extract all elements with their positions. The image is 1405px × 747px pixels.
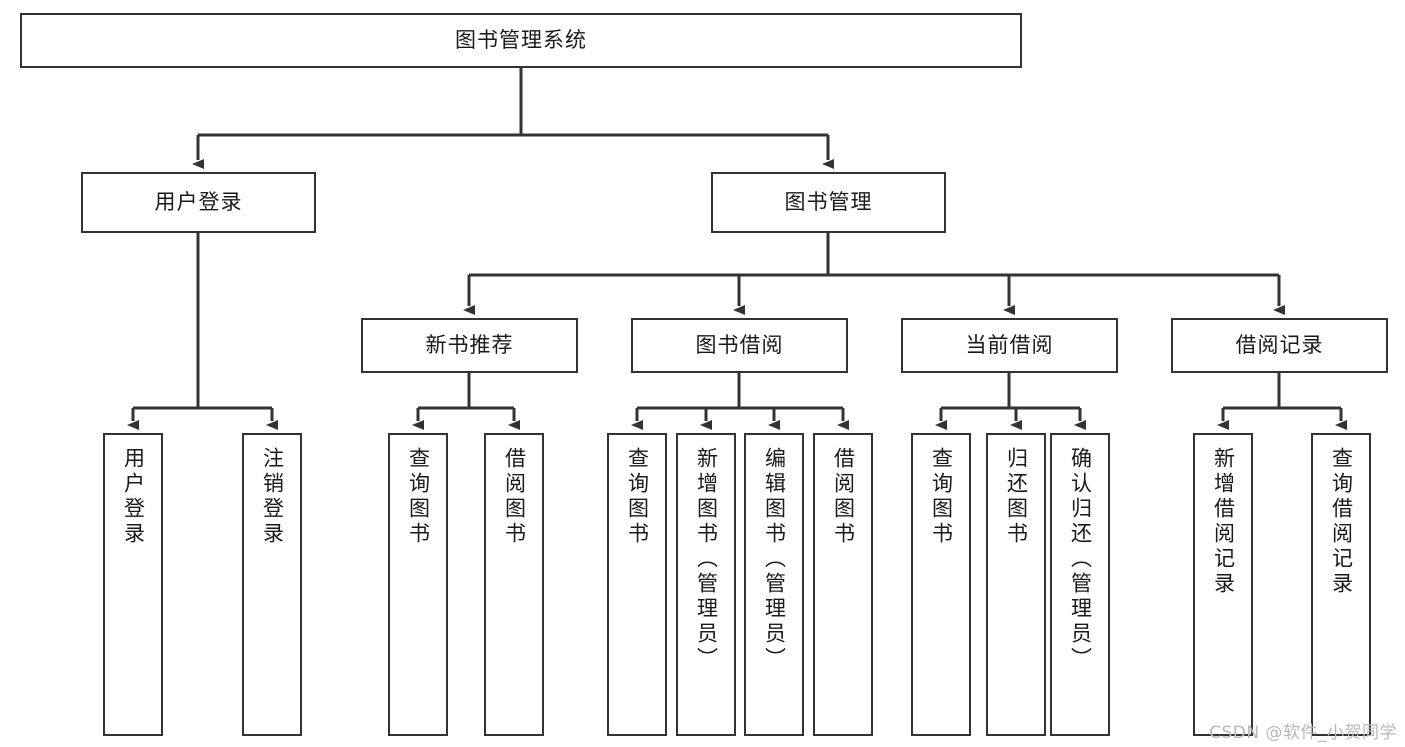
node-root-system[interactable]: 图书管理系统 — [20, 13, 1022, 68]
node-leaf-add-record[interactable]: 新增借阅记录 — [1193, 433, 1253, 736]
node-new-book-recommend[interactable]: 新书推荐 — [361, 318, 578, 373]
node-leaf-confirm-return-label: 确认归还（管理员） — [1068, 447, 1093, 672]
node-leaf-query-book-1-label: 查询图书 — [406, 447, 431, 547]
node-leaf-return-book-label: 归还图书 — [1004, 447, 1029, 547]
watermark-text: CSDN @软件_小贺同学 — [1209, 723, 1397, 743]
node-leaf-query-book-3-label: 查询图书 — [929, 447, 954, 547]
node-book-manage-label: 图书管理 — [784, 189, 873, 214]
node-current-borrow-label: 当前借阅 — [965, 332, 1054, 357]
node-root-system-label: 图书管理系统 — [455, 27, 587, 52]
node-current-borrow[interactable]: 当前借阅 — [901, 318, 1118, 373]
node-leaf-confirm-return[interactable]: 确认归还（管理员） — [1050, 433, 1110, 736]
node-leaf-edit-book[interactable]: 编辑图书（管理员） — [744, 433, 804, 736]
node-new-book-recommend-label: 新书推荐 — [425, 332, 514, 357]
node-leaf-return-book[interactable]: 归还图书 — [986, 433, 1046, 736]
node-leaf-borrow-book-1[interactable]: 借阅图书 — [484, 433, 544, 736]
node-leaf-edit-book-label: 编辑图书（管理员） — [762, 447, 787, 672]
node-leaf-logout-label: 注销登录 — [260, 447, 285, 547]
node-leaf-add-book-label: 新增图书（管理员） — [694, 447, 719, 672]
node-user-login[interactable]: 用户登录 — [81, 172, 316, 233]
node-leaf-logout[interactable]: 注销登录 — [242, 433, 302, 736]
node-borrow-record-label: 借阅记录 — [1235, 332, 1324, 357]
node-leaf-borrow-book-2-label: 借阅图书 — [831, 447, 856, 547]
node-leaf-user-login[interactable]: 用户登录 — [103, 433, 163, 736]
node-leaf-borrow-book-1-label: 借阅图书 — [502, 447, 527, 547]
node-leaf-query-book-2-label: 查询图书 — [625, 447, 650, 547]
node-book-borrow-label: 图书借阅 — [695, 332, 784, 357]
node-book-manage[interactable]: 图书管理 — [711, 172, 946, 233]
node-leaf-add-record-label: 新增借阅记录 — [1211, 447, 1236, 597]
node-user-login-label: 用户登录 — [154, 189, 243, 214]
node-borrow-record[interactable]: 借阅记录 — [1171, 318, 1388, 373]
node-book-borrow[interactable]: 图书借阅 — [631, 318, 848, 373]
node-leaf-user-login-label: 用户登录 — [121, 447, 146, 547]
node-leaf-query-book-3[interactable]: 查询图书 — [911, 433, 971, 736]
node-leaf-add-book[interactable]: 新增图书（管理员） — [676, 433, 736, 736]
node-leaf-query-record[interactable]: 查询借阅记录 — [1311, 433, 1371, 736]
node-leaf-query-book-1[interactable]: 查询图书 — [388, 433, 448, 736]
node-leaf-query-record-label: 查询借阅记录 — [1329, 447, 1354, 597]
node-leaf-borrow-book-2[interactable]: 借阅图书 — [813, 433, 873, 736]
node-leaf-query-book-2[interactable]: 查询图书 — [607, 433, 667, 736]
